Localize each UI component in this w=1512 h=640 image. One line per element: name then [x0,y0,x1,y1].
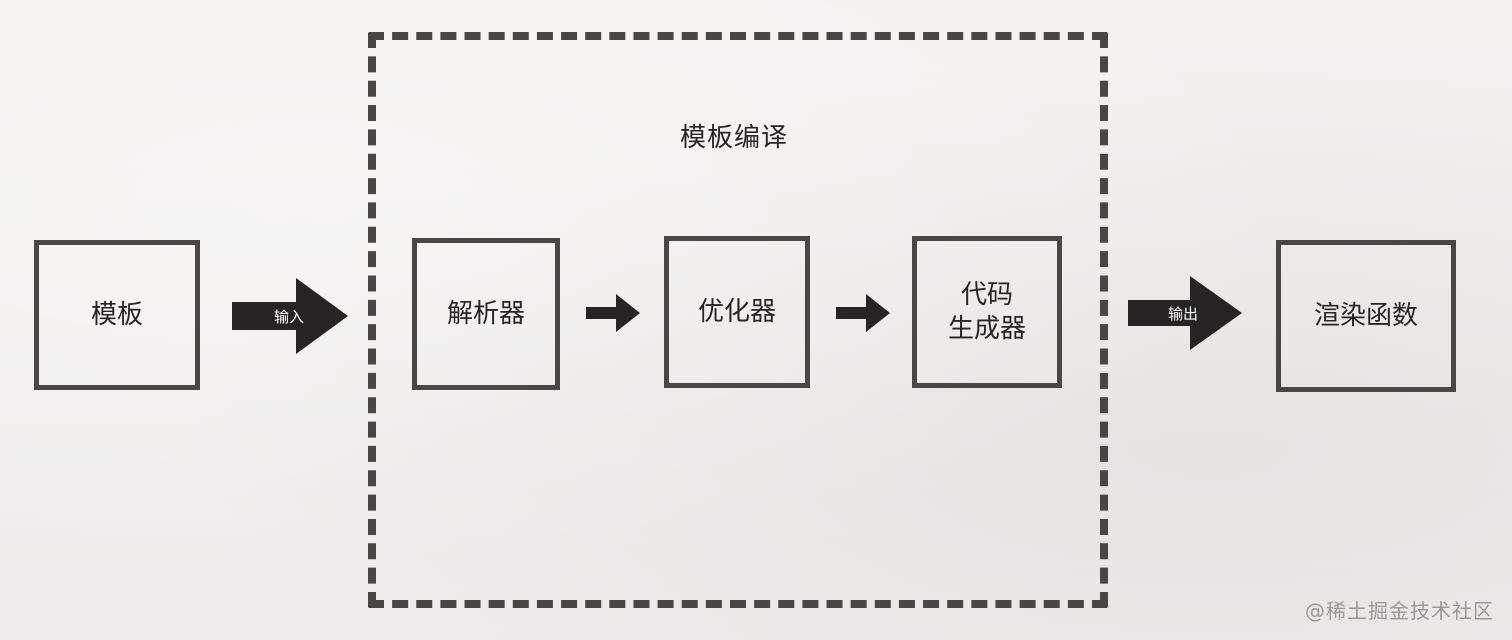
node-optimizer: 优化器 [664,236,810,388]
arrow-parser-to-optimizer-shape [586,294,640,332]
node-parser-label: 解析器 [446,299,525,329]
watermark: @稀土掘金技术社区 [1305,599,1494,623]
input-arrow-label: 输入 [274,308,305,326]
arrow-optimizer-to-codegen [836,294,890,332]
template-compile-group [368,32,1108,608]
group-title: 模板编译 [680,123,789,153]
node-render-function-label: 渲染函数 [1313,301,1418,331]
node-parser: 解析器 [412,238,560,390]
node-render-function: 渲染函数 [1276,240,1456,392]
output-arrow-shape [1128,276,1242,350]
node-template-label: 模板 [90,300,143,330]
input-arrow: 输入 [232,278,348,354]
node-optimizer-label: 优化器 [697,297,776,327]
node-codegen-label: 代码 生成器 [947,280,1026,344]
node-template: 模板 [34,240,200,390]
arrow-optimizer-to-codegen-shape [836,294,890,332]
output-arrow-label: 输出 [1168,305,1199,323]
arrow-parser-to-optimizer [586,294,640,332]
node-codegen: 代码 生成器 [912,236,1062,388]
input-arrow-shape [232,278,348,354]
output-arrow: 输出 [1128,276,1242,350]
